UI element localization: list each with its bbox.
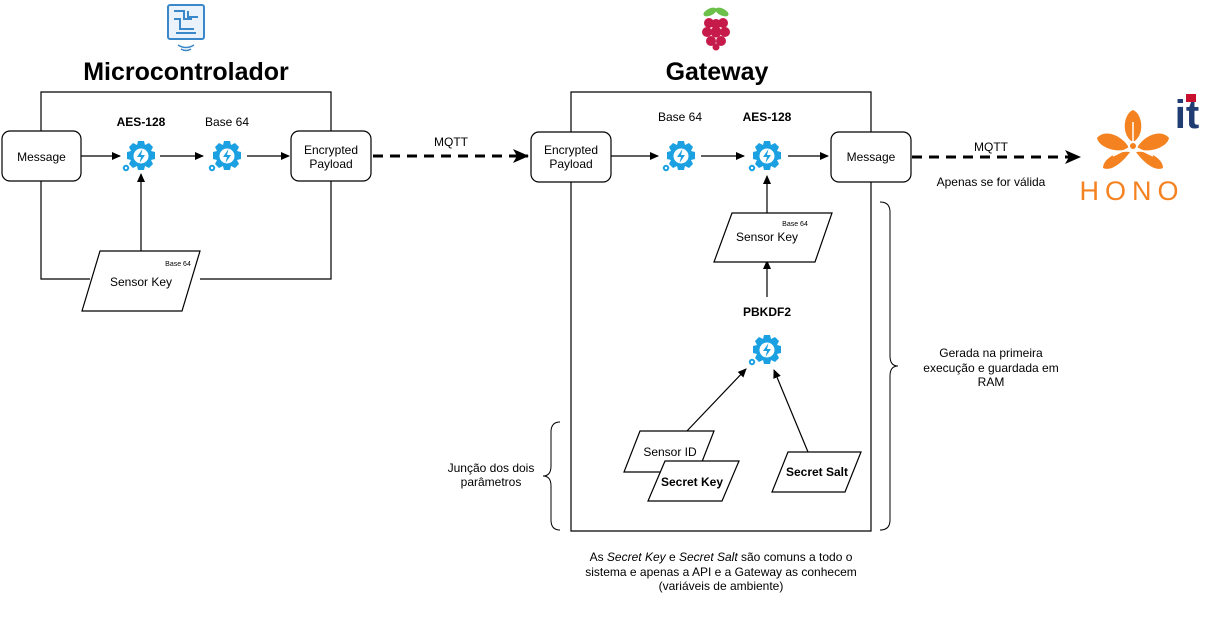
bottom-note-line2: sistema e apenas a API e a Gateway as co… bbox=[585, 565, 857, 579]
gw-arrow-salt-pbkdf2 bbox=[773, 369, 809, 453]
bottom-note-part-c: e bbox=[666, 550, 679, 564]
mc-payload-line1: Encrypted bbox=[304, 143, 358, 157]
right-annotation-line2: execução e guardada em bbox=[923, 361, 1058, 375]
gw-sensor-key-tag: Base 64 bbox=[782, 221, 808, 228]
mqtt-right-note: Apenas se for válida bbox=[937, 175, 1046, 189]
gw-payload-line1: Encrypted bbox=[544, 143, 598, 157]
mc-aes-label: AES-128 bbox=[117, 115, 166, 129]
mc-sensor-key-label: Sensor Key bbox=[110, 275, 172, 289]
mc-base64-gear-icon bbox=[208, 141, 241, 172]
bottom-note-part-a: As bbox=[590, 550, 607, 564]
gw-aes-label: AES-128 bbox=[743, 110, 792, 124]
gw-base64-gear-icon bbox=[662, 141, 695, 172]
gw-sensor-key-label: Sensor Key bbox=[736, 230, 798, 244]
right-brace bbox=[879, 201, 899, 531]
gateway-title: Gateway bbox=[666, 58, 769, 86]
gw-message-label: Message bbox=[847, 150, 896, 164]
bottom-note-part-e: são comuns a todo o bbox=[738, 550, 853, 564]
gw-arrow-id-pbkdf2 bbox=[685, 368, 747, 433]
mc-sensor-key-shape bbox=[81, 250, 201, 312]
gw-pbkdf2-gear-icon bbox=[748, 335, 781, 366]
microchip-icon bbox=[167, 4, 205, 52]
gw-payload-line2: Payload bbox=[549, 157, 592, 171]
mc-payload-box bbox=[290, 130, 372, 182]
left-brace bbox=[542, 421, 561, 531]
mqtt-left-label: MQTT bbox=[434, 135, 469, 149]
gw-secret-salt-label: Secret Salt bbox=[786, 465, 848, 479]
gateway-section: Gateway Encrypted Payload Base 64 AES-12… bbox=[530, 7, 912, 532]
hono-flower-icon bbox=[1097, 110, 1169, 169]
gw-payload-box bbox=[530, 131, 612, 183]
gw-secret-key-label: Secret Key bbox=[661, 475, 723, 489]
gw-message-box bbox=[830, 131, 912, 183]
right-annotation-line3: RAM bbox=[978, 375, 1005, 389]
left-annotation-line2: parâmetros bbox=[461, 475, 522, 489]
mc-base64-label: Base 64 bbox=[205, 115, 249, 129]
raspberry-pi-icon bbox=[702, 7, 730, 51]
it-badge-accent bbox=[1186, 94, 1196, 102]
left-annotation-line1: Junção dos dois bbox=[448, 461, 535, 475]
mc-payload-line2: Payload bbox=[309, 157, 352, 171]
gw-secret-salt-shape bbox=[771, 451, 862, 493]
gw-aes-gear-icon bbox=[748, 141, 781, 172]
hono-wordmark: HONO bbox=[1080, 176, 1185, 206]
mc-aes-gear-icon bbox=[122, 141, 155, 172]
gw-sensor-key-shape bbox=[713, 212, 833, 263]
mc-message-label: Message bbox=[17, 150, 66, 164]
bottom-note-secret-key: Secret Key bbox=[607, 550, 667, 564]
microcontroller-container bbox=[40, 91, 332, 280]
bottom-note-line1: As Secret Key e Secret Salt são comuns a… bbox=[590, 550, 853, 564]
mqtt-right-label: MQTT bbox=[974, 140, 1009, 154]
gw-base64-label: Base 64 bbox=[658, 110, 702, 124]
microcontroller-title: Microcontrolador bbox=[83, 58, 289, 86]
gateway-container bbox=[570, 91, 872, 532]
mc-sensor-key-tag: Base 64 bbox=[165, 261, 191, 268]
gw-sensor-id-label: Sensor ID bbox=[643, 445, 697, 459]
hono-logo: HONO it bbox=[1080, 93, 1200, 206]
gw-pbkdf2-label: PBKDF2 bbox=[743, 305, 791, 319]
microcontroller-section: Microcontrolador Message AES-128 Base 64… bbox=[1, 4, 372, 312]
bottom-note-line3: (variáveis de ambiente) bbox=[659, 579, 784, 593]
bottom-note-secret-salt: Secret Salt bbox=[679, 550, 738, 564]
right-annotation-line1: Gerada na primeira bbox=[939, 346, 1043, 360]
gw-secret-key-shape bbox=[647, 460, 740, 502]
